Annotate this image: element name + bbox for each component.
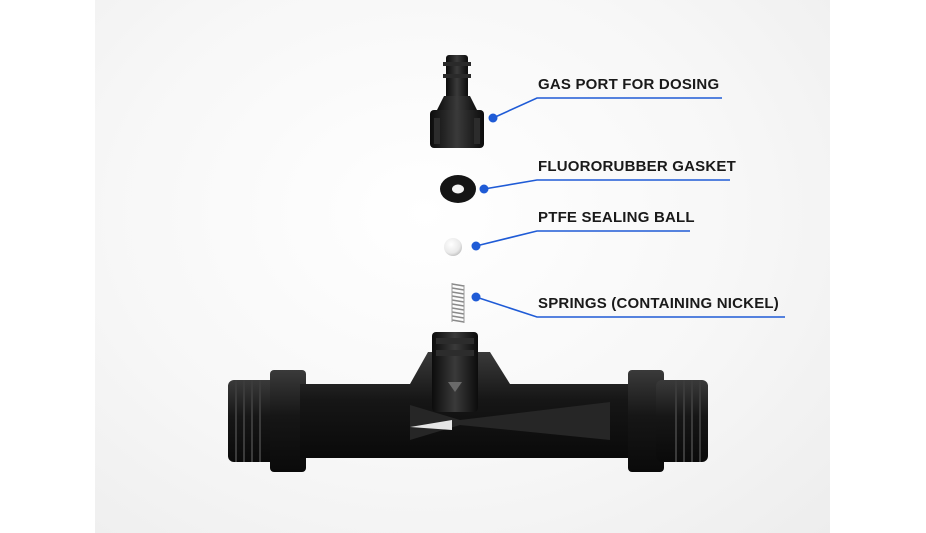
leader-dot-ball <box>471 241 481 251</box>
spring-part <box>451 283 465 323</box>
label-gas-port: GAS PORT FOR DOSING <box>538 76 720 93</box>
ptfe-ball-part <box>444 238 462 256</box>
leader-gas-port <box>492 97 722 119</box>
leader-gasket <box>483 179 730 190</box>
leader-dot-spring <box>471 292 481 302</box>
leader-spring <box>475 296 785 318</box>
gasket-part <box>440 175 476 203</box>
gas-port-part <box>430 55 484 148</box>
label-gasket: FLUORORUBBER GASKET <box>538 158 736 175</box>
label-spring: SPRINGS (CONTAINING NICKEL) <box>538 295 779 312</box>
leader-ball <box>475 230 690 247</box>
callout-leaders <box>475 97 785 318</box>
leader-dot-gasket <box>479 184 489 194</box>
leader-dot-gas-port <box>488 113 498 123</box>
injector-body-part <box>228 332 708 472</box>
label-ball: PTFE SEALING BALL <box>538 209 695 226</box>
